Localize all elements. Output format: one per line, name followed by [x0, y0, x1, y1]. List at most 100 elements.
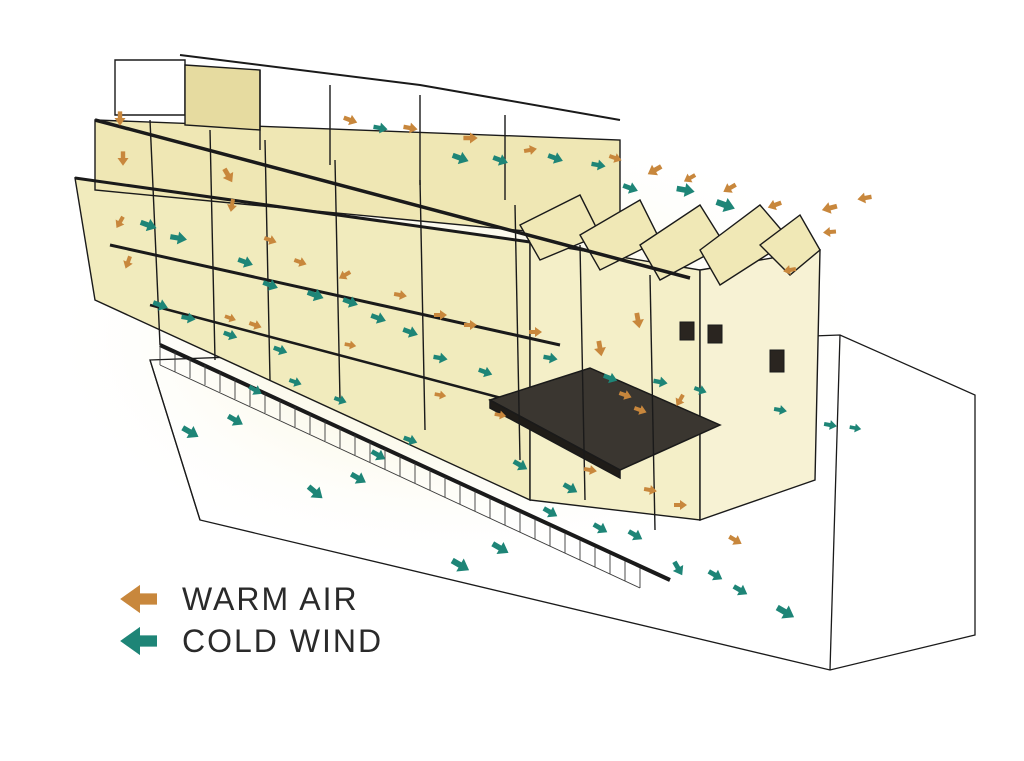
- cold-wind-arrow: [451, 151, 469, 165]
- cold-wind-arrow: [306, 484, 323, 499]
- cold-wind-arrow: [373, 122, 388, 134]
- legend: WARM AIR COLD WIND: [112, 578, 383, 662]
- warm-air-arrow: [723, 182, 737, 193]
- warm-air-arrows: [114, 111, 872, 545]
- facade-screen: [159, 345, 641, 589]
- warm-air-arrow: [463, 132, 478, 144]
- cold-wind-arrow: [403, 434, 418, 446]
- cold-wind-arrow: [547, 152, 563, 164]
- cold-wind-arrow: [622, 182, 638, 194]
- cold-wind-arrow: [693, 385, 707, 395]
- cold-wind-arrow: [603, 372, 618, 384]
- warm-air-arrow: [783, 265, 797, 275]
- cold-wind-arrow: [169, 231, 187, 245]
- warm-air-arrow: [338, 270, 352, 280]
- cold-wind-arrow: [223, 329, 238, 341]
- arrow-left-icon: [120, 584, 157, 614]
- cold-wind-arrow: [288, 377, 302, 387]
- cold-wind-arrow: [707, 569, 723, 581]
- cold-wind-arrow: [342, 296, 358, 308]
- columns: [149, 119, 656, 531]
- cold-wind-arrow: [732, 584, 748, 596]
- warm-air-arrow: [823, 227, 837, 237]
- cold-wind-arrow: [181, 312, 196, 324]
- warm-air-arrow: [114, 111, 126, 126]
- floor-plates: [74, 118, 691, 582]
- warm-air-arrow: [647, 164, 663, 176]
- warm-air-arrow: [675, 393, 685, 407]
- warm-air-arrow: [529, 327, 542, 337]
- warm-air-arrow: [344, 340, 357, 350]
- cold-wind-arrow: [181, 425, 199, 439]
- legend-label-cold-wind: COLD WIND: [182, 622, 384, 659]
- cold-wind-arrow: [139, 218, 157, 232]
- cold-wind-arrow: [262, 279, 278, 291]
- warm-air-arrow: [767, 199, 782, 211]
- cold-wind-arrow: [349, 471, 366, 484]
- cold-wind-arrow: [370, 449, 386, 461]
- cold-wind-arrow: [402, 326, 418, 338]
- warm-air-arrow: [224, 313, 236, 323]
- roof-structure: [179, 54, 821, 286]
- warm-air-arrow: [608, 153, 622, 163]
- cold-wind-arrow: [492, 154, 508, 166]
- warm-air-arrow: [632, 312, 644, 329]
- cold-wind-arrow: [849, 423, 862, 433]
- warm-air-arrow: [683, 173, 697, 183]
- warm-air-arrow: [594, 340, 606, 357]
- warm-air-arrow: [434, 310, 447, 320]
- end-wall-windows: [679, 321, 785, 373]
- cold-wind-arrow: [676, 183, 695, 197]
- cold-wind-arrow: [591, 159, 606, 171]
- warm-air-arrow: [523, 145, 537, 155]
- cold-wind-arrow: [823, 420, 837, 430]
- cold-wind-arrow: [491, 541, 509, 555]
- cold-wind-arrow: [433, 352, 448, 364]
- warm-air-arrow: [857, 192, 872, 204]
- warm-air-arrow: [728, 534, 742, 545]
- cold-wind-arrow: [333, 395, 347, 405]
- cold-wind-arrow: [627, 529, 643, 541]
- warm-air-arrow: [643, 485, 657, 495]
- warm-air-swatch: [120, 584, 157, 614]
- cold-wind-swatch: [120, 626, 157, 656]
- cold-wind-arrow: [512, 459, 528, 471]
- arrow-left-icon: [120, 626, 157, 656]
- warm-air-arrow: [464, 320, 477, 330]
- ground-volume: [149, 334, 976, 671]
- warm-air-arrow: [618, 390, 632, 400]
- warm-air-arrow: [115, 215, 125, 229]
- cold-wind-arrow: [592, 522, 608, 534]
- cold-wind-arrow: [370, 312, 386, 324]
- cold-wind-arrow: [775, 604, 795, 619]
- warm-air-arrow: [117, 151, 129, 166]
- cold-wind-arrow: [306, 288, 324, 302]
- cold-wind-arrow: [226, 413, 243, 426]
- legend-label-warm-air: WARM AIR: [182, 580, 359, 617]
- cold-wind-arrow: [542, 506, 558, 518]
- cold-wind-arrow: [152, 299, 168, 311]
- cold-wind-arrow: [715, 197, 735, 213]
- cold-wind-arrow: [543, 352, 558, 364]
- warm-air-arrow: [222, 167, 234, 183]
- cold-wind-arrow: [248, 384, 262, 395]
- cold-wind-arrow: [450, 557, 470, 572]
- warm-air-arrow: [821, 202, 838, 214]
- warm-air-arrow: [227, 198, 237, 212]
- warm-air-arrow: [494, 410, 507, 420]
- warm-air-arrow: [248, 320, 262, 330]
- mezzanine-platform: [488, 367, 722, 480]
- warm-air-arrow: [583, 465, 597, 475]
- warm-air-arrow: [434, 390, 447, 400]
- warm-air-arrow: [403, 122, 418, 134]
- warm-air-arrow: [393, 290, 407, 300]
- warm-air-arrow: [343, 114, 358, 126]
- legend-item-warm-air: WARM AIR: [112, 578, 383, 620]
- cold-wind-arrow: [562, 482, 578, 494]
- cold-wind-arrow: [672, 560, 684, 576]
- cold-wind-arrow: [478, 366, 493, 378]
- cold-wind-arrows: [139, 122, 862, 619]
- legend-item-cold-wind: COLD WIND: [112, 620, 383, 662]
- cold-wind-arrow: [273, 344, 288, 356]
